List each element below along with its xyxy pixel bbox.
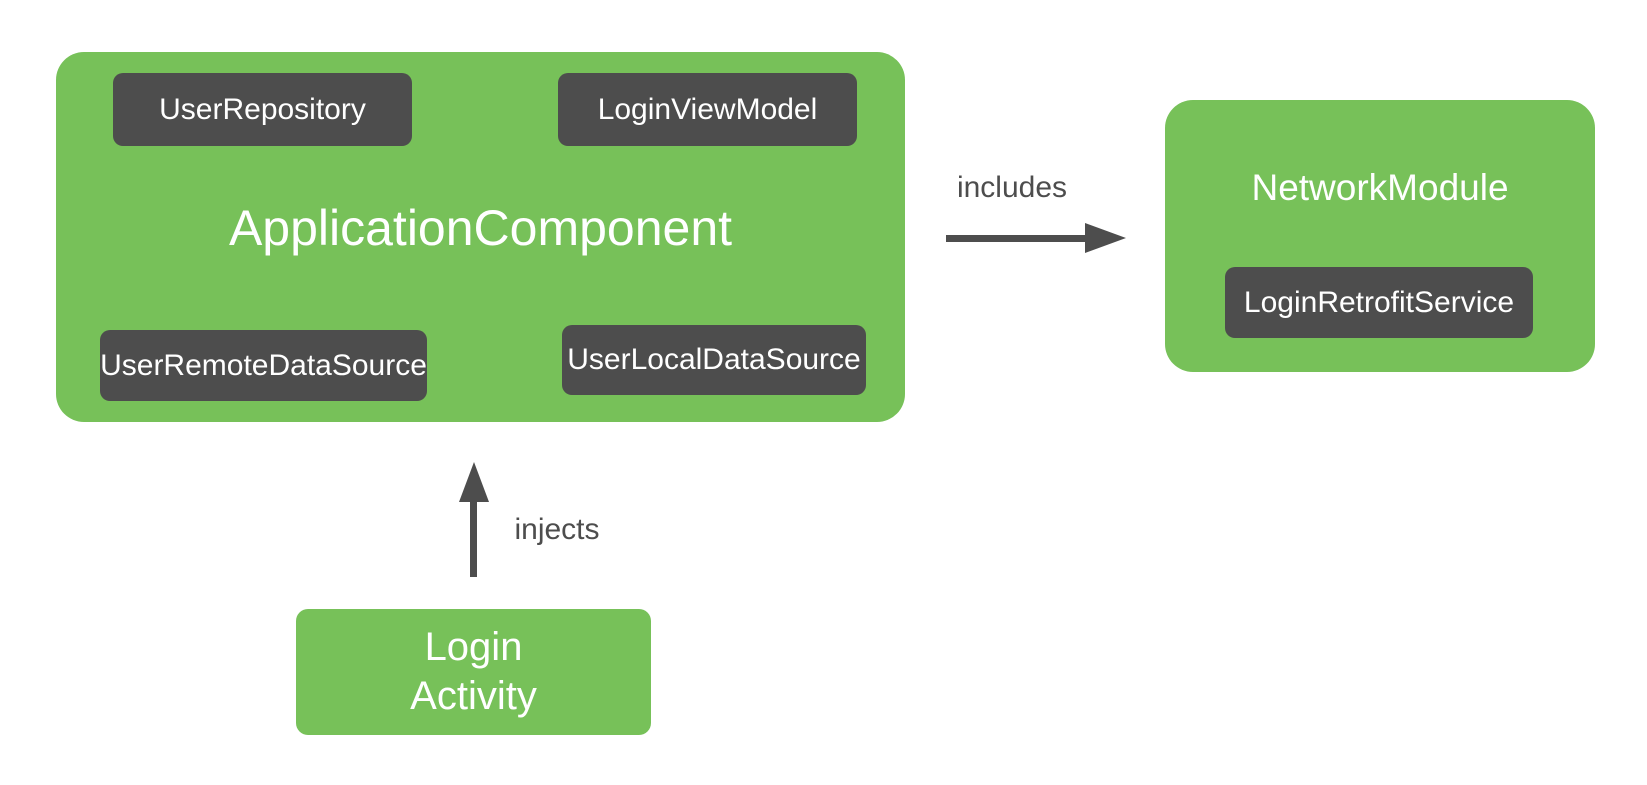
includes-arrowhead-icon	[1085, 223, 1126, 253]
login-activity-label-line1: Login	[424, 625, 523, 669]
user-remote-data-source-label: UserRemoteDataSource	[100, 348, 427, 382]
injects-arrow-line	[470, 500, 477, 577]
injects-edge-label: injects	[514, 513, 600, 546]
injects-arrowhead-icon	[459, 462, 489, 502]
includes-arrow-line	[946, 235, 1085, 242]
login-retrofit-service-label: LoginRetrofitService	[1243, 285, 1515, 319]
login-activity-box: Login Activity	[296, 609, 651, 735]
login-view-model-chip: LoginViewModel	[558, 73, 857, 146]
application-component-title: ApplicationComponent	[228, 200, 733, 256]
user-local-data-source-chip: UserLocalDataSource	[562, 325, 866, 395]
user-repository-chip: UserRepository	[113, 73, 412, 146]
user-local-data-source-label: UserLocalDataSource	[567, 343, 861, 376]
user-repository-label: UserRepository	[159, 92, 366, 126]
includes-edge-label: includes	[956, 171, 1068, 204]
network-module-title: NetworkModule	[1251, 167, 1509, 208]
login-view-model-label: LoginViewModel	[597, 92, 818, 126]
user-remote-data-source-chip: UserRemoteDataSource	[100, 330, 427, 401]
login-retrofit-service-chip: LoginRetrofitService	[1225, 267, 1533, 338]
login-activity-label-line2: Activity	[410, 674, 537, 718]
